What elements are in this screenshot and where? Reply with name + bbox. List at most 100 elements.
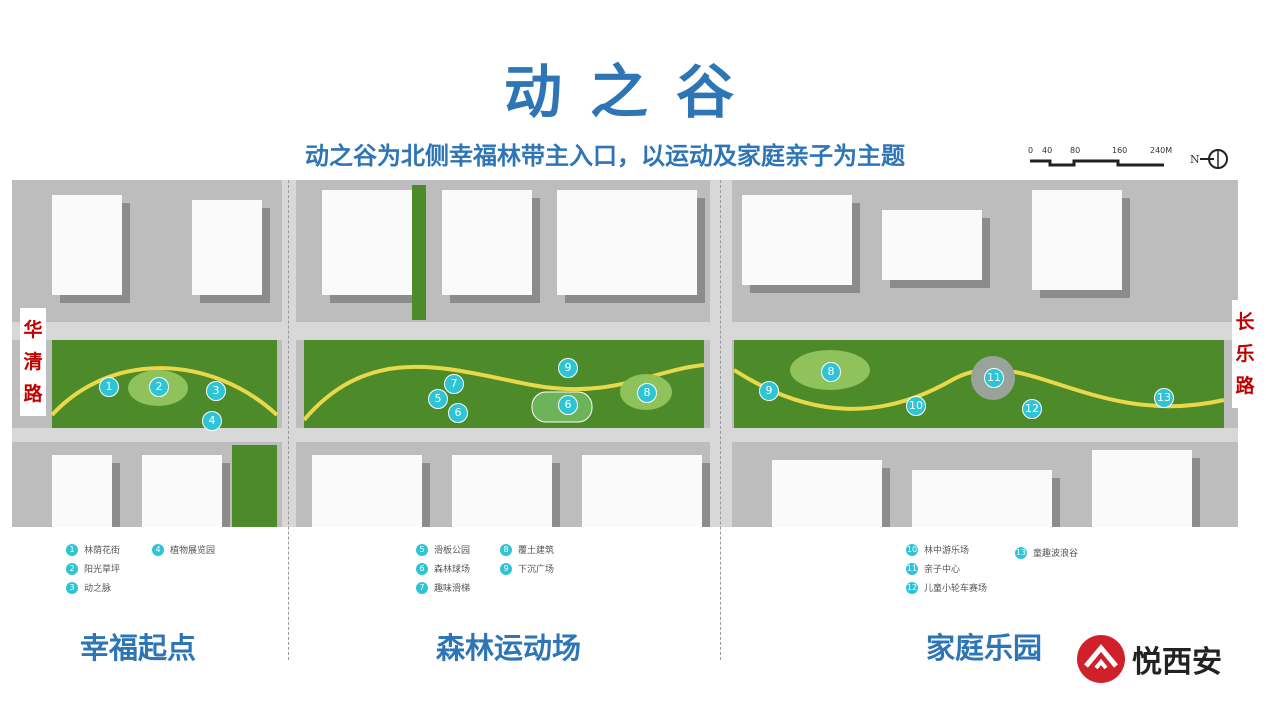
building (192, 200, 262, 295)
legend-item: 9 下沉广场 (500, 562, 554, 575)
legend-item: 13 童趣波浪谷 (1015, 546, 1078, 559)
section-title-2: 森林运动场 (436, 631, 582, 665)
legend-number-icon: 8 (500, 543, 512, 556)
legend-label: 亲子中心 (924, 565, 961, 575)
legend-label: 植物展览园 (170, 546, 216, 556)
building (52, 195, 122, 295)
logo-icon (1077, 635, 1125, 683)
legend-item: 8 覆土建筑 (500, 543, 554, 556)
map-marker: 8 (637, 383, 657, 403)
legend-label: 下沉广场 (518, 565, 555, 575)
legend-item: 11 亲子中心 (906, 562, 960, 575)
legend-item: 6 森林球场 (416, 562, 470, 575)
scale-bar: 0 40 80 160 240M N (1028, 146, 1228, 170)
map-marker: 13 (1154, 388, 1174, 408)
building (442, 190, 532, 295)
legend-label: 林荫花街 (84, 546, 121, 556)
road-vertical (710, 180, 732, 527)
park-paths (50, 350, 1225, 423)
green-belt (232, 445, 277, 527)
legend-number-icon: 2 (66, 562, 78, 575)
map-marker: 11 (984, 368, 1004, 388)
scale-tick: 160 (1112, 146, 1128, 155)
legend-item: 5 滑板公园 (416, 543, 470, 556)
map-marker: 8 (821, 362, 841, 382)
building (322, 190, 412, 295)
legend-label: 动之脉 (84, 584, 112, 594)
road-vertical (282, 180, 296, 527)
legend-item: 4 植物展览园 (152, 543, 215, 556)
legend-number-icon: 13 (1015, 546, 1027, 559)
road-north (12, 322, 1238, 340)
road-name-right: 长乐路 (1232, 300, 1258, 408)
site-plan-map: 1 2 3 4 5 6 7 9 6 8 9 8 11 10 12 13 华清路 (12, 180, 1238, 527)
road-south (12, 428, 1238, 442)
map-marker: 9 (558, 358, 578, 378)
legend-label: 覆土建筑 (518, 546, 555, 556)
building (52, 455, 112, 527)
logo-text: 悦西安 (1132, 645, 1222, 680)
north-arrow-icon (1199, 149, 1228, 169)
legend-label: 滑板公园 (434, 546, 471, 556)
map-marker: 10 (906, 396, 926, 416)
green-belt (412, 185, 426, 320)
legend-label: 童趣波浪谷 (1033, 549, 1079, 559)
legend-item: 1 林荫花街 (66, 543, 120, 556)
legend-number-icon: 4 (152, 543, 164, 556)
subtitle: 动之谷为北侧幸福林带主入口，以运动及家庭亲子为主题 (305, 142, 905, 170)
section-divider (720, 180, 721, 660)
building (772, 460, 882, 527)
scale-tick: 240M (1150, 146, 1173, 155)
building (312, 455, 422, 527)
legend-number-icon: 9 (500, 562, 512, 575)
map-marker: 2 (149, 377, 169, 397)
building (882, 210, 982, 280)
map-marker: 1 (99, 377, 119, 397)
scale-tick: 80 (1070, 146, 1081, 155)
north-label: N (1190, 152, 1200, 166)
legend-number-icon: 5 (416, 543, 428, 556)
building (142, 455, 222, 527)
building (452, 455, 552, 527)
legend-label: 趣味滑梯 (434, 584, 471, 594)
road-name-left: 华清路 (20, 308, 46, 416)
legend-item: 12 儿童小轮车赛场 (906, 581, 987, 594)
legend-item: 2 阳光草坪 (66, 562, 120, 575)
map-marker: 6 (558, 395, 578, 415)
map-marker: 7 (444, 374, 464, 394)
scale-tick: 40 (1042, 146, 1053, 155)
legend-label: 林中游乐场 (924, 546, 970, 556)
legend-number-icon: 12 (906, 581, 918, 594)
legend-number-icon: 3 (66, 581, 78, 594)
building (912, 470, 1052, 527)
legend-label: 儿童小轮车赛场 (924, 584, 988, 594)
section-title-3: 家庭乐园 (926, 631, 1043, 665)
building (1032, 190, 1122, 290)
map-marker: 9 (759, 381, 779, 401)
building (742, 195, 852, 285)
legend-item: 7 趣味滑梯 (416, 581, 470, 594)
page-title: 动之谷 (503, 58, 762, 126)
map-marker: 6 (448, 403, 468, 423)
legend-label: 阳光草坪 (84, 565, 121, 575)
building (1092, 450, 1192, 527)
legend-number-icon: 7 (416, 581, 428, 594)
legend-label: 森林球场 (434, 565, 471, 575)
legend-number-icon: 11 (906, 562, 918, 575)
map-marker: 12 (1022, 399, 1042, 419)
logo: 悦西安 (1070, 632, 1228, 686)
scale-bar-graphic (1030, 159, 1164, 167)
legend-number-icon: 10 (906, 543, 918, 556)
map-marker: 4 (202, 411, 222, 431)
map-marker: 3 (206, 381, 226, 401)
map-marker: 5 (428, 389, 448, 409)
building (557, 190, 697, 295)
legend-item: 10 林中游乐场 (906, 543, 969, 556)
legend-item: 3 动之脉 (66, 581, 111, 594)
legend-number-icon: 6 (416, 562, 428, 575)
section-title-1: 幸福起点 (80, 631, 197, 665)
scale-tick: 0 (1028, 146, 1034, 155)
legend-number-icon: 1 (66, 543, 78, 556)
building (582, 455, 702, 527)
section-divider (288, 180, 289, 660)
